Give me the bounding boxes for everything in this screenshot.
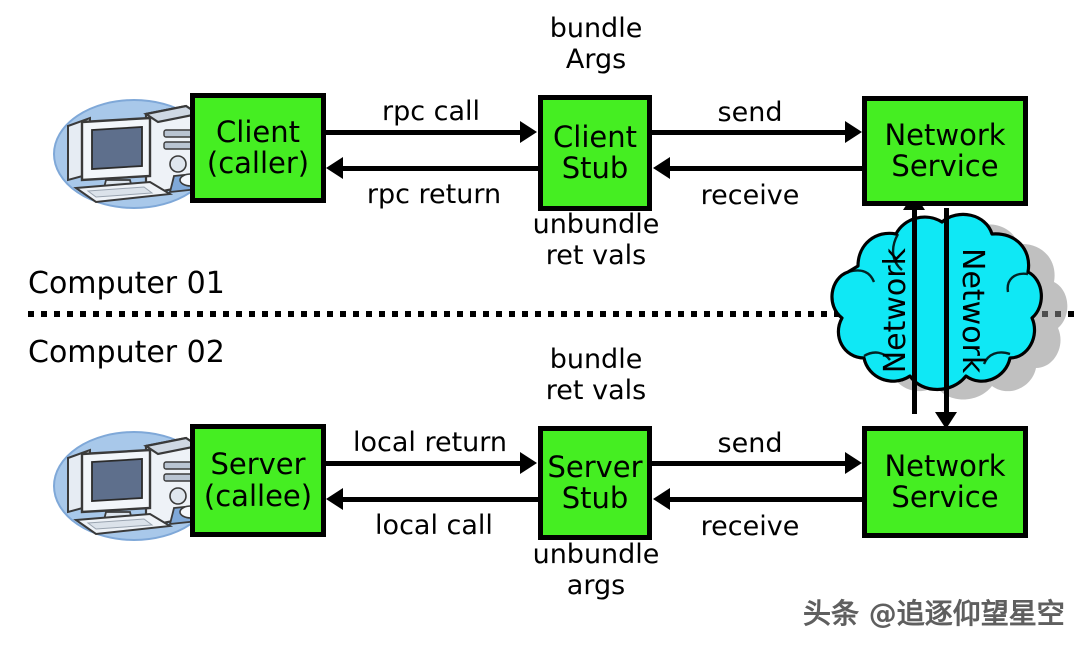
- arrow-label-local-return: local return: [352, 427, 508, 458]
- annotation-unbundle-args-line2: args: [566, 569, 626, 601]
- annotation-unbundle-ret-vals: unbundle ret vals: [503, 209, 689, 272]
- box-server-stub-line1: Server: [547, 449, 643, 484]
- computer-icon-client: [46, 88, 218, 214]
- annotation-bundle-ret-vals-line2: ret vals: [545, 374, 647, 406]
- computer-icon-server: [46, 420, 218, 546]
- box-client[interactable]: Client (caller): [190, 93, 326, 203]
- network-cloud: [812, 204, 1070, 428]
- box-server[interactable]: Server (callee): [190, 424, 326, 537]
- arrow-receive-bottom: [653, 488, 862, 510]
- arrow-label-local-call: local call: [375, 510, 493, 541]
- box-network-service-bottom[interactable]: Network Service: [862, 426, 1028, 538]
- zone-label-computer-01: Computer 01: [28, 266, 225, 301]
- cloud-label-network-up: Network: [878, 248, 913, 374]
- annotation-bundle-args-line1: bundle: [549, 13, 643, 44]
- arrow-label-receive-bottom: receive: [700, 511, 800, 542]
- annotation-unbundle-ret-vals-line1: unbundle: [532, 209, 660, 240]
- computer-boundary-divider: [28, 311, 1080, 317]
- arrow-rpc-return: [326, 157, 538, 179]
- annotation-bundle-args: bundle Args: [505, 13, 687, 76]
- arrow-label-send-bottom: send: [717, 428, 783, 459]
- arrow-label-receive-top: receive: [700, 180, 800, 211]
- box-network-service-bottom-line2: Service: [891, 480, 999, 514]
- box-client-stub-line2: Stub: [561, 151, 629, 185]
- arrow-label-send-top: send: [717, 97, 783, 128]
- box-client-stub-line1: Client: [553, 119, 637, 154]
- box-client-stub[interactable]: Client Stub: [538, 95, 652, 211]
- arrow-local-call: [326, 488, 538, 510]
- arrow-receive-top: [653, 157, 862, 179]
- arrow-send-top: [652, 121, 862, 143]
- box-server-stub[interactable]: Server Stub: [538, 426, 652, 540]
- box-network-service-top[interactable]: Network Service: [862, 96, 1028, 206]
- annotation-unbundle-args-line1: unbundle: [532, 539, 660, 570]
- watermark-text: 头条 @追逐仰望星空: [803, 597, 1065, 630]
- cloud-label-network-down: Network: [955, 248, 990, 374]
- box-client-line1: Client: [216, 114, 300, 149]
- arrow-label-rpc-return: rpc return: [366, 179, 502, 210]
- box-network-service-bottom-line1: Network: [884, 448, 1006, 483]
- box-network-service-top-line2: Service: [891, 149, 999, 183]
- box-server-line2: (callee): [203, 478, 313, 513]
- annotation-bundle-ret-vals-line1: bundle: [549, 344, 643, 375]
- arrow-label-rpc-call: rpc call: [381, 96, 481, 127]
- annotation-unbundle-ret-vals-line2: ret vals: [545, 239, 647, 271]
- box-server-stub-line2: Stub: [561, 481, 629, 515]
- annotation-bundle-args-line2: Args: [565, 43, 627, 75]
- box-client-line2: (caller): [206, 146, 310, 180]
- arrow-rpc-call: [326, 121, 537, 143]
- zone-label-computer-02: Computer 02: [28, 335, 225, 370]
- arrow-network-downstream: [935, 208, 957, 429]
- arrow-local-return: [326, 452, 537, 474]
- box-network-service-top-line1: Network: [884, 117, 1006, 152]
- annotation-bundle-ret-vals: bundle ret vals: [503, 344, 689, 407]
- box-server-line1: Server: [210, 447, 306, 482]
- arrow-send-bottom: [652, 452, 862, 474]
- annotation-unbundle-args: unbundle args: [503, 539, 689, 602]
